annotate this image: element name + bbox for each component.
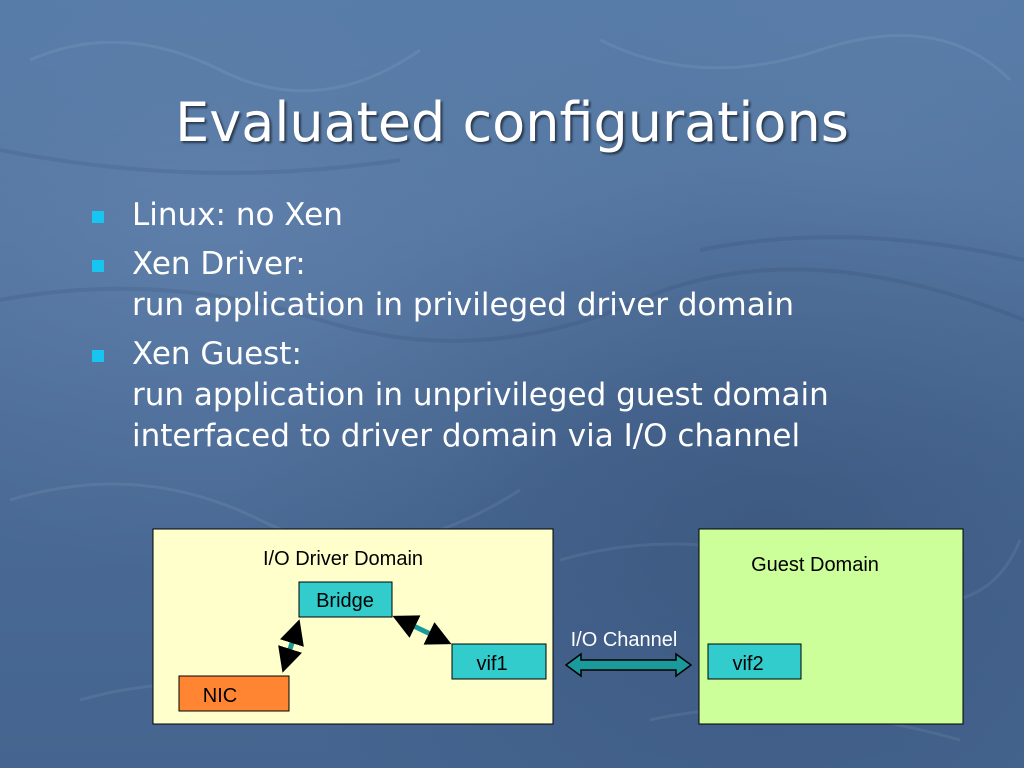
io-channel-label: I/O Channel [571,629,678,651]
bullet-item-xen-guest: Xen Guest: run application in unprivileg… [92,334,992,457]
guest-domain-label: Guest Domain [751,554,879,576]
io-channel-arrow [564,652,693,678]
nic-label: NIC [203,685,237,707]
bullet-line: Xen Driver: [132,246,306,282]
bullet-line: Xen Guest: [132,336,302,372]
bullet-line: run application in unprivileged guest do… [132,377,829,413]
square-bullet-icon [92,211,104,223]
bridge-label: Bridge [316,590,374,612]
slide-title: Evaluated configurations [175,91,849,154]
driver-domain-label: I/O Driver Domain [263,548,423,570]
bullet-item-linux: Linux: no Xen [92,195,992,236]
bullet-item-xen-driver: Xen Driver: run application in privilege… [92,244,992,326]
vif2-label: vif2 [732,653,763,675]
nic-bridge-arrow [278,619,304,673]
bullet-list: Linux: no Xen Xen Driver: run applicatio… [92,195,992,465]
square-bullet-icon [92,260,104,272]
vif1-label: vif1 [476,653,507,675]
vif1-node [451,643,547,680]
guest-domain-box [698,528,964,725]
bridge-node [298,581,393,618]
bullet-line: interfaced to driver domain via I/O chan… [132,418,801,454]
square-bullet-icon [92,350,104,362]
vif2-node [707,643,802,680]
bridge-vif1-arrow [392,615,452,645]
nic-node [178,675,290,712]
bullet-line: Linux: no Xen [132,197,343,233]
bullet-line: run application in privileged driver dom… [132,287,794,323]
